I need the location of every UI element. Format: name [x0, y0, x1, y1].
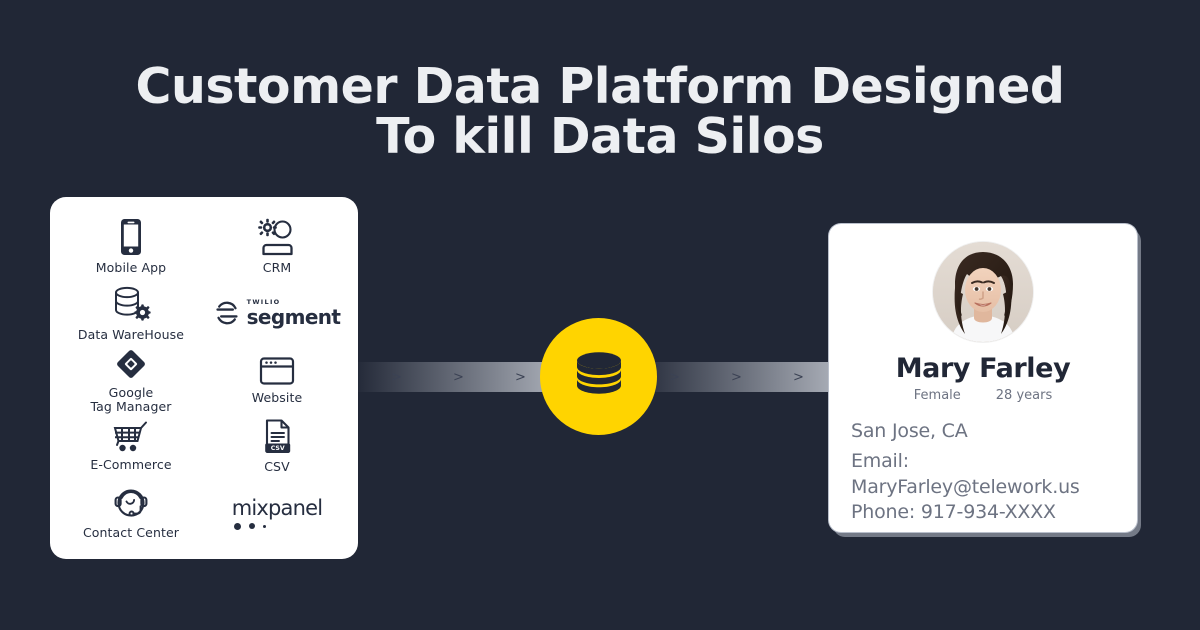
twilio-brand-text: TWILIO [246, 298, 281, 307]
profile-gender: Female [913, 388, 961, 404]
profile-email: Email: MaryFarley@telework.us [851, 450, 1080, 498]
source-item-crm[interactable]: CRM [204, 213, 350, 280]
source-label: Mobile App [95, 259, 167, 275]
source-label-line-2: Tag Manager [90, 398, 172, 414]
source-item-data-warehouse[interactable]: Data WareHouse [58, 280, 204, 347]
source-label: CSV [264, 459, 290, 475]
segment-wordmark: TWILIO segment [247, 299, 341, 327]
profile-location: San Jose, CA [851, 420, 968, 443]
chevron-right-icon: > [731, 369, 742, 385]
csv-badge-text: CSV [271, 446, 285, 453]
source-item-e-commerce[interactable]: E-Commerce [58, 414, 204, 481]
portrait-photo [933, 242, 1033, 342]
source-label: E-Commerce [90, 457, 172, 473]
source-label: Website [251, 389, 303, 405]
chevron-right-icon: > [453, 369, 464, 385]
source-item-mixpanel[interactable]: mixpanel [204, 480, 350, 547]
headset-agent-icon [114, 489, 148, 517]
chevron-right-icon: > [391, 369, 402, 385]
crm-person-gear-icon [258, 218, 293, 256]
chevron-right-icon: > [669, 369, 680, 385]
mixpanel-logo: mixpanel [231, 495, 323, 530]
avatar-wrapper [849, 242, 1117, 342]
page-title-line-2: To kill Data Silos [376, 107, 824, 165]
profile-age: 28 years [995, 388, 1053, 404]
browser-window-icon [259, 356, 295, 385]
avatar [933, 242, 1033, 342]
profile-phone: Phone: 917-934-XXXX [851, 500, 1056, 523]
source-item-csv[interactable]: CSV CSV [204, 414, 350, 481]
source-label: Google Tag Manager [90, 384, 172, 414]
mixpanel-dots-icon [232, 522, 266, 530]
profile-meta: Female 28 years [849, 388, 1117, 403]
profile-details: San Jose, CA Email: MaryFarley@telework.… [849, 419, 1117, 524]
chevron-right-icon: > [793, 369, 804, 385]
data-sources-card: Mobile App [50, 197, 358, 559]
twilio-segment-logo: TWILIO segment [214, 299, 341, 327]
mobile-phone-icon [121, 218, 141, 255]
source-item-contact-center[interactable]: Contact Center [58, 480, 204, 547]
source-item-website[interactable]: Website [204, 347, 350, 414]
profile-name: Mary Farley [895, 353, 1071, 384]
source-label-line-1: Google [108, 384, 154, 400]
source-label: Contact Center [82, 525, 180, 541]
chevron-right-icon: > [515, 369, 526, 385]
customer-profile-card: Mary Farley Female 28 years San Jose, CA… [829, 224, 1137, 532]
page-title-line-1: Customer Data Platform Designed [135, 58, 1066, 115]
segment-swirl-icon [215, 301, 238, 325]
source-label: Data WareHouse [77, 326, 185, 342]
data-sources-grid: Mobile App [50, 197, 358, 559]
source-item-twilio-segment[interactable]: TWILIO segment [204, 280, 350, 347]
database-gear-icon [115, 286, 151, 321]
database-cylinder-icon [576, 351, 621, 394]
source-item-mobile-app[interactable]: Mobile App [58, 213, 204, 280]
google-tag-manager-icon [117, 349, 145, 378]
cdp-hub-badge [540, 318, 657, 435]
source-label: CRM [262, 259, 292, 275]
source-item-google-tag-manager[interactable]: Google Tag Manager [58, 347, 204, 414]
page-title: Customer Data Platform Designed To kill … [0, 62, 1200, 162]
shopping-cart-icon [113, 421, 147, 452]
mixpanel-brand-text: mixpanel [231, 495, 323, 520]
csv-file-icon: CSV [265, 419, 291, 454]
segment-brand-text: segment [246, 304, 341, 329]
